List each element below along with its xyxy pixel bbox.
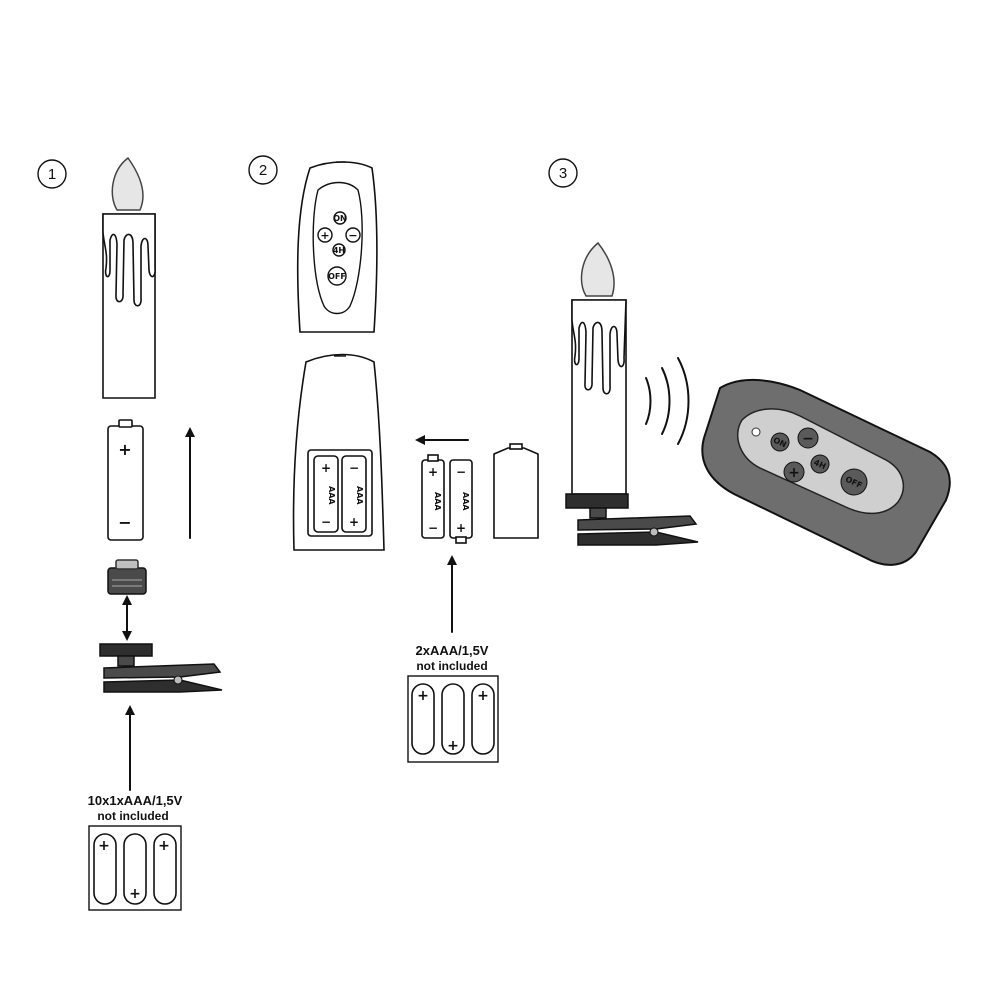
remote-off-button: OFF <box>328 272 346 281</box>
step-2: 2 ON + − 4H OFF + − − + AAA <box>248 155 539 763</box>
battery-minus-icon: − <box>118 513 131 532</box>
remote-battery-spec: 2xAAA/1,5V <box>416 643 489 658</box>
svg-text:AAA: AAA <box>327 486 336 505</box>
battery-aaa-icon: + − <box>107 419 144 541</box>
svg-text:+: + <box>428 465 438 479</box>
svg-text:−: − <box>456 465 466 479</box>
remote-timer-button: 4H <box>333 246 345 255</box>
svg-text:+: + <box>456 521 466 535</box>
remote-front-icon: ON + − 4H OFF <box>296 161 378 333</box>
svg-text:+: + <box>477 688 489 704</box>
svg-text:AAA: AAA <box>461 492 470 511</box>
step-2-number: 2 <box>259 162 267 179</box>
svg-text:+: + <box>349 515 359 529</box>
step-3: 3 ON − + <box>548 158 951 566</box>
remote-batteries-icon: + − − + AAA AAA <box>421 454 473 544</box>
remote-control-icon: ON − + 4H OFF <box>701 379 951 566</box>
battery-pack-icon: + + + <box>88 825 182 911</box>
battery-cover-icon <box>493 443 539 539</box>
signal-waves-icon <box>645 357 690 445</box>
clip-icon <box>99 643 223 693</box>
svg-text:−: − <box>428 521 438 535</box>
step-3-badge: 3 <box>548 158 578 188</box>
svg-text:+: + <box>158 838 170 854</box>
step-2-badge: 2 <box>248 155 278 185</box>
battery-cap-icon <box>107 559 147 595</box>
candle-battery-note: not included <box>97 809 168 823</box>
wax-drips <box>102 213 156 307</box>
step-1-number: 1 <box>48 166 56 183</box>
svg-text:AAA: AAA <box>433 492 442 511</box>
candle-battery-spec: 10x1xAAA/1,5V <box>88 793 183 808</box>
svg-text:+: + <box>129 886 141 902</box>
svg-text:+: + <box>447 738 459 754</box>
remote-battery-note: not included <box>416 659 487 673</box>
remote-on-button: ON <box>333 214 347 223</box>
remote-back-icon: + − − + AAA AAA <box>292 353 385 551</box>
candle-flame <box>111 156 144 211</box>
remote-battery-pack-icon: + + + <box>407 675 499 763</box>
step-3-number: 3 <box>559 165 567 182</box>
step-1: 1 + − 10x1xAAA/1,5 <box>37 156 223 911</box>
remote-plus-button: + <box>320 229 329 242</box>
svg-text:AAA: AAA <box>355 486 364 505</box>
step-1-badge: 1 <box>37 159 67 189</box>
remote-minus-button-large: − <box>802 431 814 447</box>
svg-text:+: + <box>417 688 429 704</box>
svg-text:−: − <box>321 515 331 529</box>
svg-text:+: + <box>98 838 110 854</box>
svg-text:−: − <box>349 461 359 475</box>
candle-icon <box>102 156 156 399</box>
battery-plus-icon: + <box>118 440 131 459</box>
mounted-candle-icon <box>565 241 699 546</box>
remote-plus-button-large: + <box>788 465 800 481</box>
svg-text:+: + <box>321 461 331 475</box>
remote-minus-button: − <box>348 229 357 242</box>
